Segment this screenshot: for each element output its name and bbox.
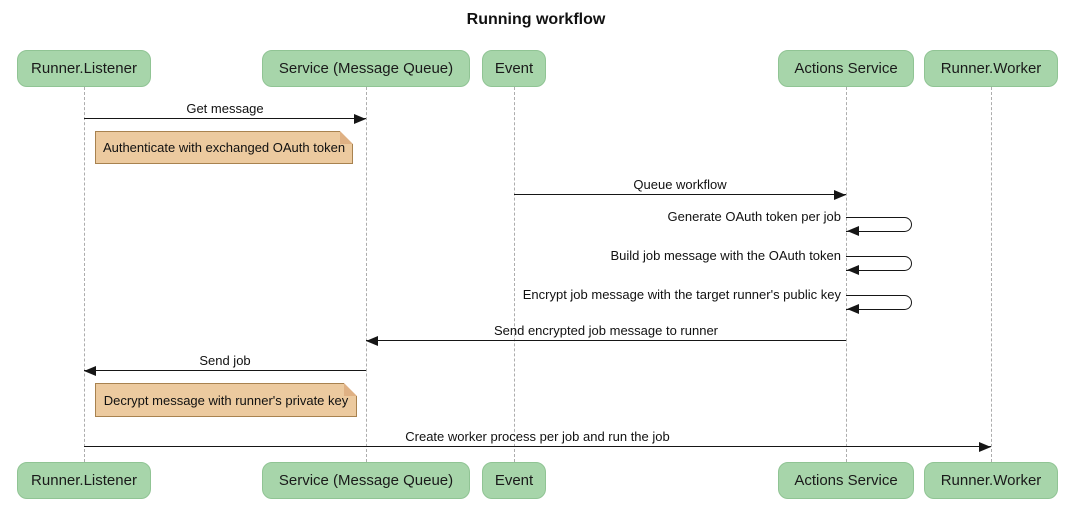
self-loop-line [846,256,912,271]
message-line [84,370,366,371]
self-loop-line [846,295,912,310]
message-line [84,118,366,119]
message-line [366,340,846,341]
message-label: Send encrypted job message to runner [493,323,719,338]
message-label: Create worker process per job and run th… [405,429,670,444]
lifeline-service-mq [365,87,367,462]
message-label: Send job [199,353,251,368]
self-message-label: Generate OAuth token per job [667,209,841,224]
arrowhead-left-icon [847,265,859,275]
actor-runner-listener-bottom: Runner.Listener [17,462,151,499]
message-line [514,194,846,195]
actor-runner-worker-top: Runner.Worker [924,50,1058,87]
arrowhead-left-icon [366,336,378,346]
self-loop-line [846,217,912,232]
arrowhead-right-icon [979,442,991,452]
actor-actions-service-bottom: Actions Service [778,462,914,499]
arrowhead-left-icon [847,226,859,236]
message-label: Queue workflow [633,177,727,192]
arrowhead-left-icon [847,304,859,314]
arrowhead-left-icon [84,366,96,376]
actor-service-mq-top: Service (Message Queue) [262,50,470,87]
actor-service-mq-bottom: Service (Message Queue) [262,462,470,499]
self-message-label: Encrypt job message with the target runn… [522,287,841,302]
arrowhead-right-icon [834,190,846,200]
message-line [84,446,991,447]
note: Decrypt message with runner's private ke… [95,383,357,417]
self-message-label: Build job message with the OAuth token [610,248,841,263]
message-label: Get message [186,101,264,116]
actor-event-bottom: Event [482,462,546,499]
arrowhead-right-icon [354,114,366,124]
lifeline-runner-worker [990,87,992,462]
lifeline-runner-listener [83,87,85,462]
lifeline-actions-service [845,87,847,462]
diagram-title: Running workflow [466,11,606,28]
actor-runner-worker-bottom: Runner.Worker [924,462,1058,499]
actor-actions-service-top: Actions Service [778,50,914,87]
note: Authenticate with exchanged OAuth token [95,131,353,164]
actor-event-top: Event [482,50,546,87]
actor-runner-listener-top: Runner.Listener [17,50,151,87]
lifeline-event [513,87,515,462]
